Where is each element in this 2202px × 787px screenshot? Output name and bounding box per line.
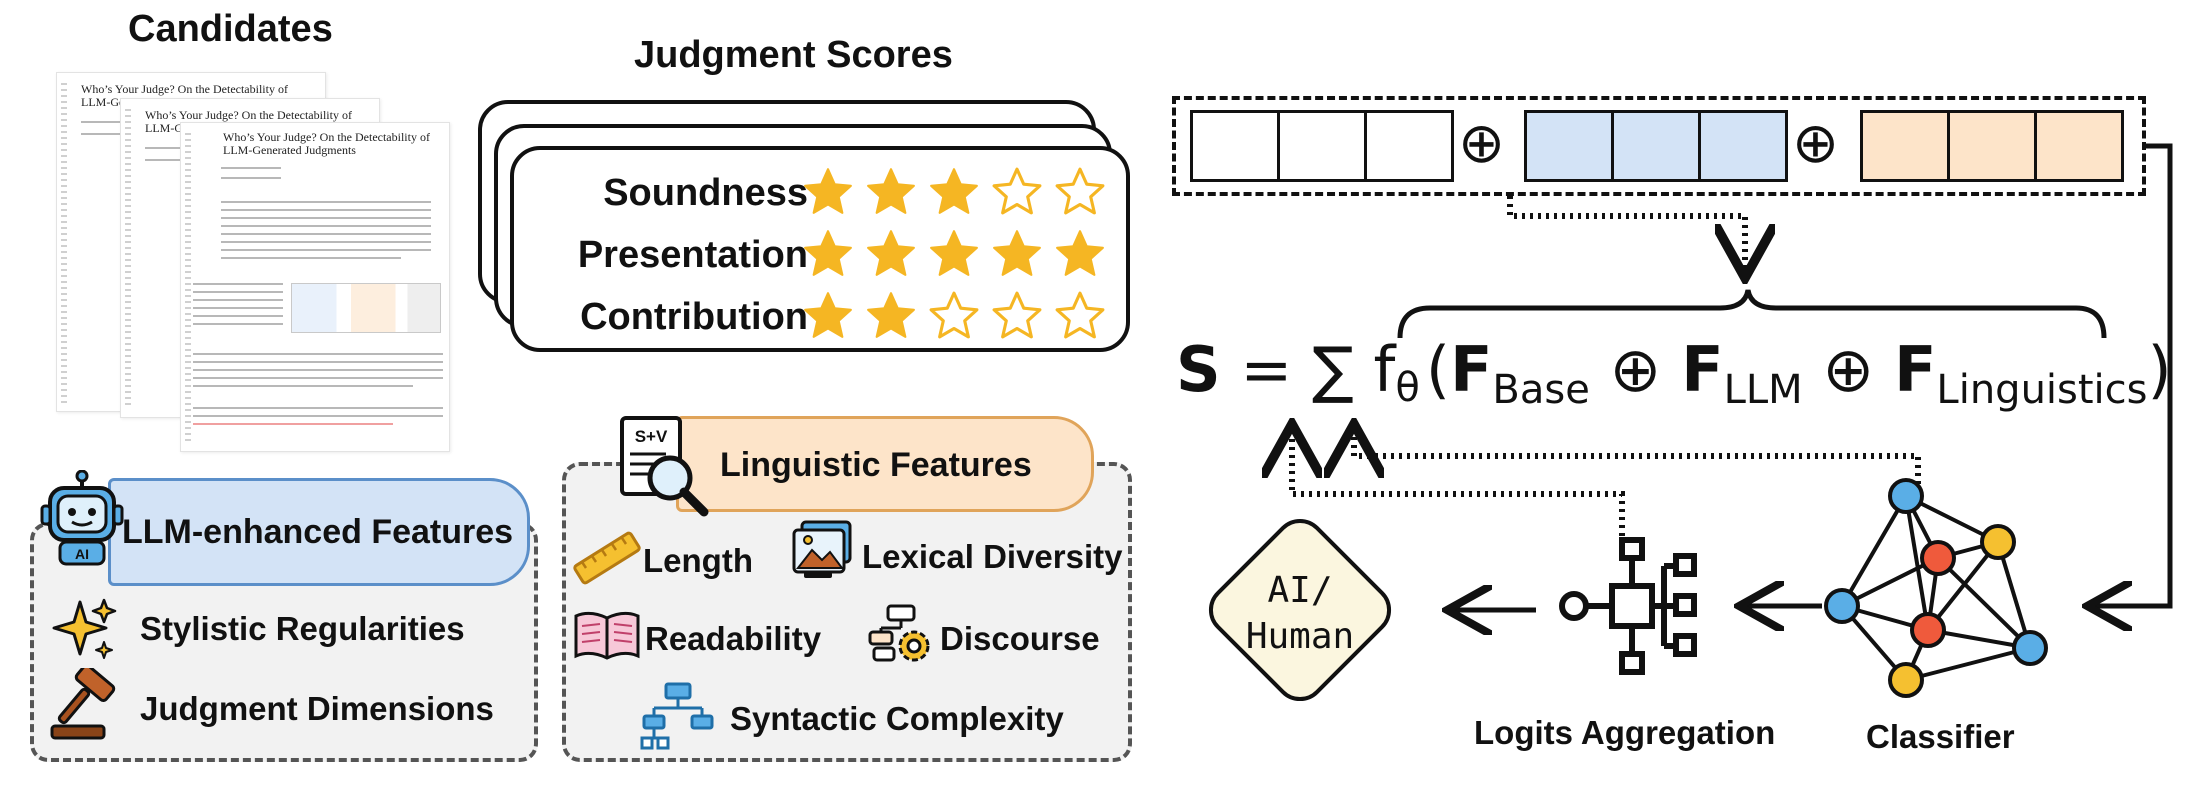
formula-f-base: F bbox=[1450, 333, 1493, 406]
gavel-icon bbox=[50, 668, 116, 740]
empty-star-icon bbox=[929, 291, 979, 339]
classifier-label: Classifier bbox=[1866, 718, 2015, 755]
filled-star-icon bbox=[1056, 230, 1104, 276]
filled-star-icon bbox=[867, 292, 915, 338]
linguistic-feature-readability: Readability bbox=[645, 620, 822, 657]
formula: S = ∑ fθ(FBase ⊕ FLLM ⊕ FLinguistics) bbox=[1176, 330, 2172, 430]
candidate-figure bbox=[291, 283, 441, 333]
llm-cell-3 bbox=[1698, 110, 1788, 182]
llm-features-title: LLM-enhanced Features bbox=[122, 513, 514, 551]
vector-oplus-2: ⊕ bbox=[1792, 111, 1839, 176]
empty-star-icon bbox=[1055, 167, 1105, 215]
candidates-title: Candidates bbox=[128, 8, 333, 50]
vector-to-brace-arrow bbox=[1507, 196, 1745, 272]
output-label-line1: AI/ bbox=[1267, 570, 1333, 611]
robot-icon: AI bbox=[40, 470, 124, 566]
formula-oplus-1: ⊕ bbox=[1609, 333, 1662, 406]
output-label: AI/ Human bbox=[1196, 568, 1404, 660]
svg-text:S+V: S+V bbox=[635, 427, 668, 446]
formula-oplus-2: ⊕ bbox=[1822, 333, 1875, 406]
base-cell-2 bbox=[1277, 110, 1367, 182]
formula-sum: ∑ bbox=[1312, 333, 1354, 406]
output-label-line2: Human bbox=[1245, 616, 1355, 657]
vector-oplus-1: ⊕ bbox=[1458, 111, 1505, 176]
linguistic-feature-syntactic-complexity: Syntactic Complexity bbox=[730, 700, 1064, 737]
filled-star-icon bbox=[930, 168, 978, 214]
aggregation-label: Logits Aggregation bbox=[1474, 714, 1776, 751]
formula-llm: LLM bbox=[1723, 367, 1803, 413]
formula-base: Base bbox=[1492, 367, 1590, 413]
linguistic-features-title: Linguistic Features bbox=[720, 446, 1032, 484]
feature-vector-frame bbox=[1172, 96, 2146, 196]
formula-equals: = bbox=[1240, 333, 1293, 406]
filled-star-icon bbox=[930, 230, 978, 276]
empty-star-icon bbox=[992, 167, 1042, 215]
open-book-icon bbox=[574, 611, 640, 660]
base-cell-1 bbox=[1190, 110, 1280, 182]
score-label-presentation: Presentation bbox=[577, 234, 808, 276]
image-gallery-icon bbox=[792, 520, 852, 578]
linguistic-feature-lexical-diversity: Lexical Diversity bbox=[862, 538, 1123, 575]
vector-to-classifier-arrow bbox=[2092, 143, 2173, 606]
formula-brace bbox=[1397, 289, 2107, 339]
formula-close-paren: ) bbox=[2147, 333, 2172, 406]
linguistic-cell-2 bbox=[1947, 110, 2037, 182]
tree-structure-icon bbox=[640, 682, 714, 750]
filled-star-icon bbox=[867, 168, 915, 214]
formula-open-paren: ( bbox=[1425, 333, 1451, 406]
filled-star-icon bbox=[804, 168, 852, 214]
linguistic-cell-1 bbox=[1860, 110, 1950, 182]
classifier-network-icon bbox=[1824, 478, 2048, 698]
discourse-gear-icon bbox=[868, 604, 930, 662]
ruler-icon bbox=[573, 531, 641, 585]
filled-star-icon bbox=[867, 230, 915, 276]
base-cell-3 bbox=[1364, 110, 1454, 182]
linguistic-feature-length: Length bbox=[643, 542, 753, 579]
llm-feature-judgment-dimensions: Judgment Dimensions bbox=[140, 690, 494, 727]
linguistic-cell-3 bbox=[2034, 110, 2124, 182]
filled-star-icon bbox=[804, 230, 852, 276]
linguistic-feature-discourse: Discourse bbox=[940, 620, 1100, 657]
aggregation-to-sum-arrow bbox=[1292, 430, 1625, 560]
formula-f-llm: F bbox=[1681, 333, 1724, 406]
llm-features-banner bbox=[108, 478, 530, 586]
score-label-soundness: Soundness bbox=[603, 172, 808, 214]
sparkle-icon bbox=[52, 598, 117, 659]
svg-text:AI: AI bbox=[75, 546, 89, 562]
filled-star-icon bbox=[804, 292, 852, 338]
formula-s: S bbox=[1176, 333, 1221, 406]
candidate-paper-front: Who’s Your Judge? On the Detectability o… bbox=[180, 122, 450, 452]
empty-star-icon bbox=[992, 291, 1042, 339]
llm-feature-stylistic: Stylistic Regularities bbox=[140, 610, 465, 647]
formula-linguistics: Linguistics bbox=[1936, 367, 2148, 413]
document-magnifier-icon: S+V bbox=[620, 416, 709, 517]
score-label-contribution: Contribution bbox=[580, 296, 808, 338]
formula-theta: θ bbox=[1395, 365, 1420, 411]
empty-star-icon bbox=[1055, 291, 1105, 339]
formula-f: f bbox=[1373, 333, 1396, 406]
aggregation-icon bbox=[1559, 537, 1697, 675]
judgment-scores-title: Judgment Scores bbox=[634, 34, 953, 76]
filled-star-icon bbox=[993, 230, 1041, 276]
formula-f-ling: F bbox=[1894, 333, 1937, 406]
